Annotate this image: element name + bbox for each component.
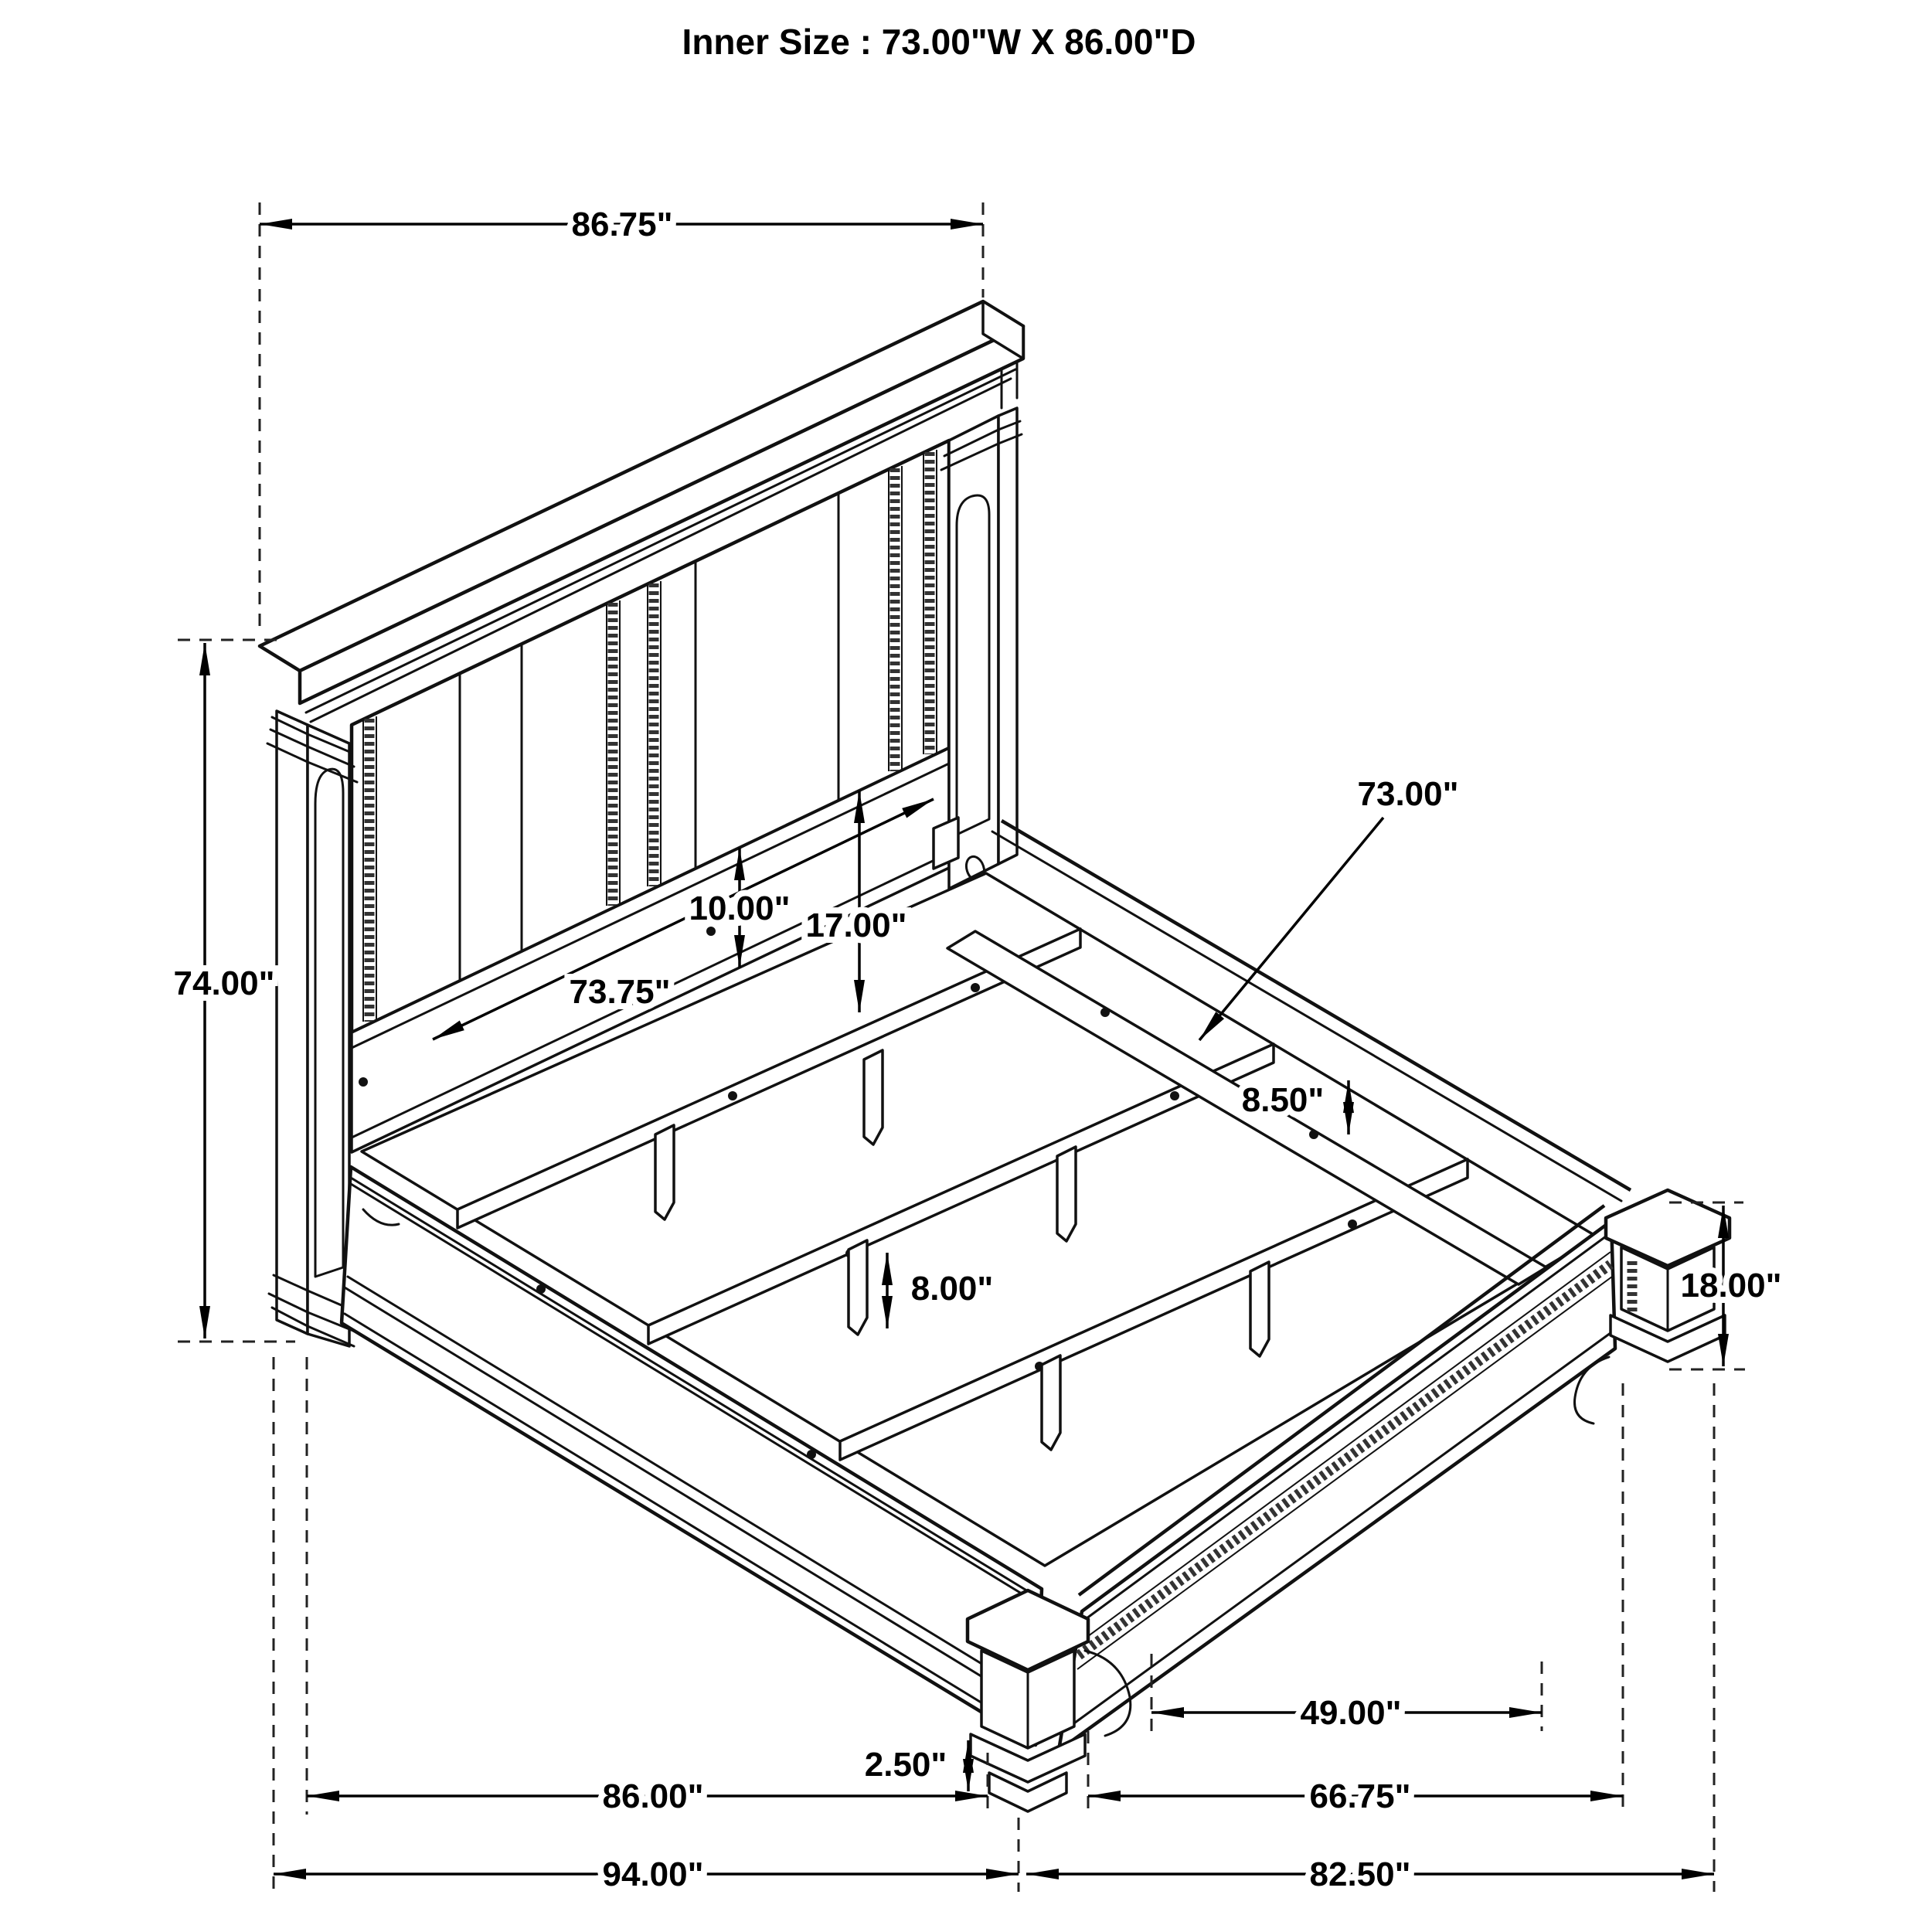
- dim-panel-width-label: 73.75": [570, 973, 671, 1011]
- dim-overall-length-label: 94.00": [603, 1855, 704, 1893]
- dim-panel-bottom-rail-label: 10.00": [689, 889, 791, 927]
- headboard-right-post: [940, 406, 1023, 890]
- dim-foot-base-height-label: 2.50": [865, 1746, 947, 1784]
- dim-foot-base-height: 2.50": [859, 1740, 974, 1791]
- dim-headboard-height: 74.00": [168, 643, 281, 1338]
- dim-panel-to-deck: 17.00": [800, 791, 913, 1012]
- dim-headboard-width-label: 86.75": [572, 206, 673, 243]
- headboard-crown: [257, 299, 1026, 723]
- dim-slat-leg-height-label: 8.00": [911, 1270, 994, 1308]
- headboard-left-post: [266, 709, 359, 1348]
- dim-slat-inner-width: 73.00": [1198, 769, 1464, 1042]
- dim-frame-inner-length-label: 86.00": [603, 1777, 704, 1815]
- dim-overall-length: 94.00": [274, 1849, 1019, 1900]
- dim-headboard-width: 86.75": [260, 199, 983, 250]
- dimension-annotations: 86.75" 74.00" 73.75" 10.00" 17.00" 73.00…: [168, 199, 1788, 1900]
- dim-frame-inner-length: 86.00": [307, 1771, 988, 1821]
- dim-footboard-panel-width-label: 66.75": [1310, 1777, 1411, 1815]
- dim-footboard-opening-label: 49.00": [1301, 1694, 1402, 1732]
- dim-footboard-opening: 49.00": [1151, 1688, 1542, 1738]
- slat-support-legs: [654, 1049, 1270, 1451]
- footboard-right-post: [1573, 1188, 1732, 1425]
- dim-panel-to-deck-label: 17.00": [806, 906, 907, 944]
- dim-panel-bottom-rail: 10.00": [683, 848, 796, 968]
- footboard-carved-trim: [1076, 1251, 1614, 1670]
- dim-footboard-panel-width: 66.75": [1088, 1771, 1623, 1821]
- bed-drawing: [257, 299, 1732, 1813]
- dim-overall-width: 82.50": [1026, 1849, 1714, 1900]
- dim-slat-inner-width-label: 73.00": [1358, 775, 1459, 813]
- dim-rail-inner-height: 8.50": [1236, 1075, 1354, 1134]
- dim-headboard-height-label: 74.00": [174, 964, 275, 1002]
- center-support-rail: [946, 930, 1548, 1286]
- dim-panel-width: 73.75": [432, 798, 934, 1041]
- dim-footboard-height: 18.00": [1675, 1206, 1787, 1366]
- dim-rail-inner-height-label: 8.50": [1242, 1081, 1325, 1119]
- footboard-front-post: [965, 1588, 1132, 1813]
- dim-slat-leg-height: 8.00": [882, 1253, 999, 1328]
- page-title: Inner Size : 73.00"W X 86.00"D: [682, 22, 1196, 62]
- footboard: [965, 1188, 1732, 1813]
- dim-overall-width-label: 82.50": [1310, 1855, 1411, 1893]
- dim-footboard-height-label: 18.00": [1681, 1267, 1782, 1304]
